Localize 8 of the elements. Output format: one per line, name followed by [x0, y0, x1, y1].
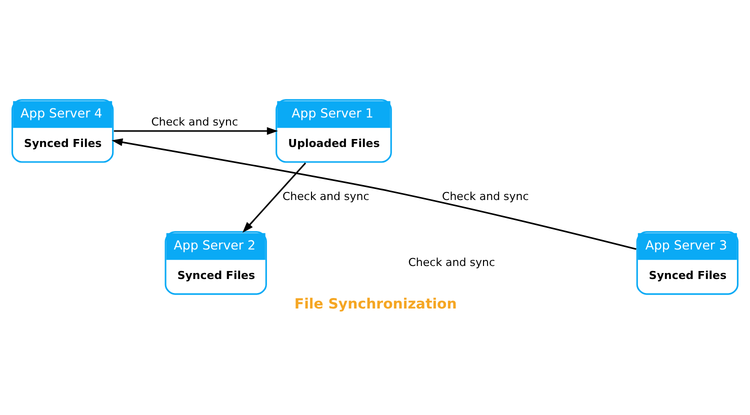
arrow [242, 162, 306, 232]
label: Check and sync [408, 255, 496, 268]
diagram-title: File Synchronization [294, 296, 457, 312]
edge-label: Check and sync [151, 115, 238, 128]
edge-label: Check and sync [442, 189, 529, 202]
edge-label: Check and sync [282, 189, 370, 202]
arrow [112, 138, 636, 250]
arrow [114, 126, 278, 134]
